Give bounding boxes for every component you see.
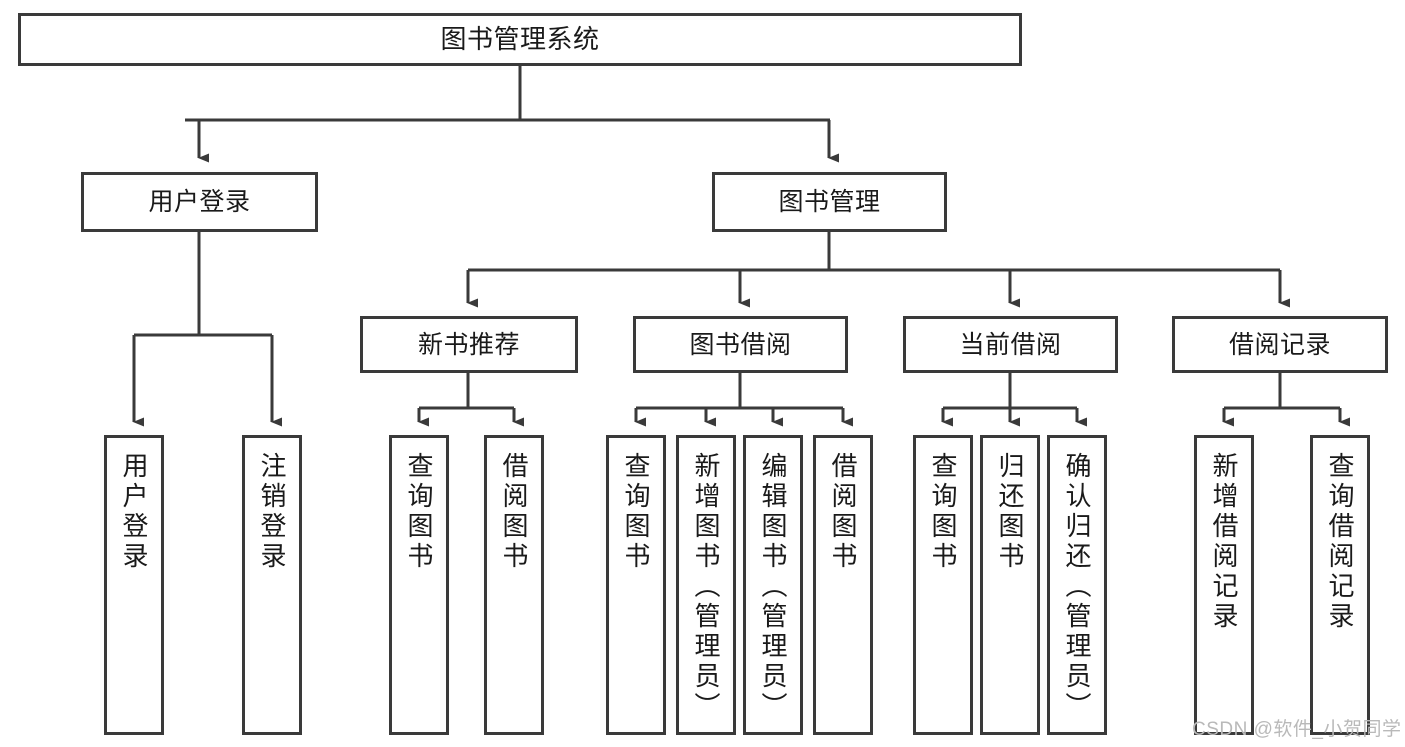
node-book-management[interactable]: 图书管理 [712, 172, 947, 232]
node-label: 新增借阅记录 [1209, 452, 1239, 632]
node-label: 借阅记录 [1228, 330, 1331, 359]
node-leaf-return-book[interactable]: 归还图书 [980, 435, 1040, 735]
node-leaf-query-book-3[interactable]: 查询图书 [913, 435, 973, 735]
node-label: 用户登录 [148, 188, 251, 216]
node-label: 新书推荐 [417, 330, 520, 359]
node-label: 查询图书 [928, 452, 958, 572]
node-leaf-logout-login[interactable]: 注销登录 [242, 435, 302, 735]
node-leaf-edit-book[interactable]: 编辑图书（管理员） [743, 435, 803, 735]
csdn-watermark: CSDN @软件_小贺同学 [1192, 719, 1402, 740]
node-user-login[interactable]: 用户登录 [81, 172, 318, 232]
node-label: 图书管理系统 [440, 23, 600, 54]
node-label: 查询图书 [404, 452, 434, 572]
node-label: 确认归还（管理员） [1062, 452, 1092, 722]
node-new-book-recommend[interactable]: 新书推荐 [360, 316, 578, 373]
node-label: 新增图书（管理员） [691, 452, 721, 722]
node-label: 注销登录 [257, 452, 287, 572]
node-leaf-query-book-1[interactable]: 查询图书 [389, 435, 449, 735]
node-leaf-add-borrow-record[interactable]: 新增借阅记录 [1194, 435, 1254, 735]
node-label: 查询图书 [621, 452, 651, 572]
node-leaf-confirm-return[interactable]: 确认归还（管理员） [1047, 435, 1107, 735]
node-root-book-management-system[interactable]: 图书管理系统 [18, 13, 1022, 66]
node-book-borrow[interactable]: 图书借阅 [633, 316, 848, 373]
node-label: 查询借阅记录 [1325, 452, 1355, 632]
node-leaf-borrow-book-2[interactable]: 借阅图书 [813, 435, 873, 735]
node-label: 借阅图书 [499, 452, 529, 572]
node-borrow-record[interactable]: 借阅记录 [1172, 316, 1388, 373]
node-label: 图书借阅 [689, 330, 792, 359]
node-leaf-borrow-book-1[interactable]: 借阅图书 [484, 435, 544, 735]
node-label: 当前借阅 [959, 330, 1062, 359]
node-current-borrow[interactable]: 当前借阅 [903, 316, 1118, 373]
node-leaf-query-borrow-record[interactable]: 查询借阅记录 [1310, 435, 1370, 735]
node-leaf-query-book-2[interactable]: 查询图书 [606, 435, 666, 735]
node-label: 图书管理 [778, 188, 881, 216]
node-label: 借阅图书 [828, 452, 858, 572]
node-label: 归还图书 [995, 452, 1025, 572]
node-leaf-user-login[interactable]: 用户登录 [104, 435, 164, 735]
node-label: 用户登录 [119, 452, 149, 572]
node-label: 编辑图书（管理员） [758, 452, 788, 722]
node-leaf-add-book[interactable]: 新增图书（管理员） [676, 435, 736, 735]
